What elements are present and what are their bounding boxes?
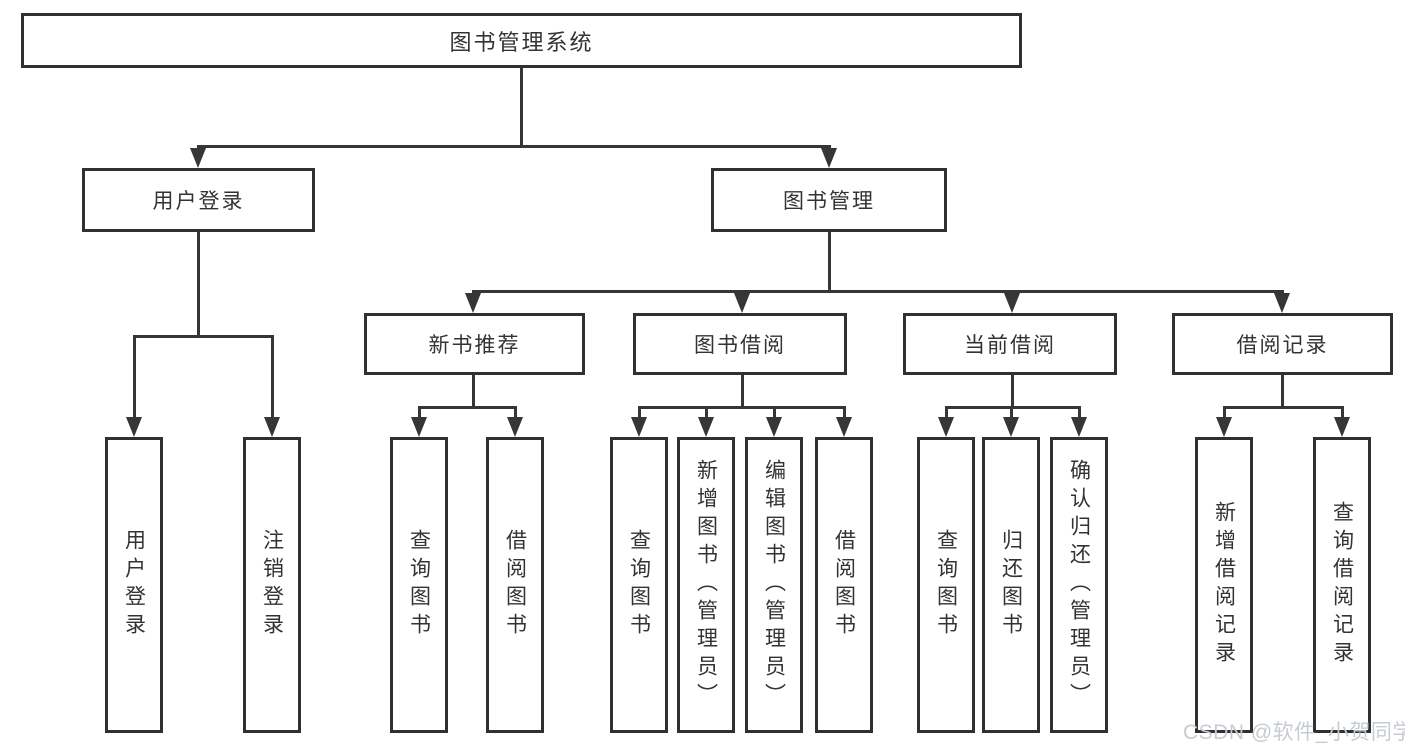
arrow-down-icon bbox=[631, 417, 647, 437]
connector-line bbox=[1078, 406, 1081, 421]
connector-line bbox=[418, 406, 421, 421]
connector-line bbox=[472, 375, 475, 406]
csdn-watermark: CSDN @软件_小贺同学 bbox=[1183, 721, 1405, 744]
connector-line bbox=[741, 375, 744, 406]
node-label: 注销登录 bbox=[260, 529, 284, 641]
node-new-book-recommend: 新书推荐 bbox=[364, 313, 585, 375]
arrow-down-icon bbox=[264, 417, 280, 437]
node-label: 借阅记录 bbox=[1236, 334, 1329, 357]
connector-line bbox=[945, 406, 948, 421]
connector-bar bbox=[197, 145, 831, 148]
node-label: 查询借阅记录 bbox=[1330, 501, 1354, 669]
connector-line bbox=[638, 406, 641, 421]
arrow-down-icon bbox=[1274, 293, 1290, 313]
leaf-borrow-borrow-book: 借阅图书 bbox=[815, 437, 873, 733]
arrow-down-icon bbox=[1003, 417, 1019, 437]
node-label: 借阅图书 bbox=[832, 529, 856, 641]
arrow-down-icon bbox=[465, 293, 481, 313]
connector-line bbox=[773, 406, 776, 421]
leaf-recommend-borrow-book: 借阅图书 bbox=[486, 437, 544, 733]
node-borrow-records: 借阅记录 bbox=[1172, 313, 1393, 375]
leaf-recommend-query-book: 查询图书 bbox=[390, 437, 448, 733]
node-label: 图书管理 bbox=[783, 190, 875, 213]
node-label: 确认归还（管理员） bbox=[1067, 459, 1091, 711]
node-label: 用户登录 bbox=[152, 190, 245, 213]
connector-line bbox=[828, 232, 831, 290]
connector-bar bbox=[133, 335, 274, 338]
connector-line bbox=[843, 406, 846, 421]
arrow-down-icon bbox=[411, 417, 427, 437]
arrow-down-icon bbox=[507, 417, 523, 437]
node-label: 查询图书 bbox=[627, 529, 651, 641]
connector-line bbox=[197, 232, 200, 335]
arrow-down-icon bbox=[1334, 417, 1350, 437]
node-label: 新增图书（管理员） bbox=[694, 459, 718, 711]
connector-line bbox=[514, 406, 517, 421]
leaf-records-query-record: 查询借阅记录 bbox=[1313, 437, 1371, 733]
arrow-down-icon bbox=[698, 417, 714, 437]
node-label: 图书借阅 bbox=[694, 334, 786, 357]
node-label: 当前借阅 bbox=[964, 334, 1056, 357]
leaf-current-return-book: 归还图书 bbox=[982, 437, 1040, 733]
leaf-borrow-query-book: 查询图书 bbox=[610, 437, 668, 733]
connector-line bbox=[271, 335, 274, 421]
node-label: 归还图书 bbox=[999, 529, 1023, 641]
node-label: 图书管理系统 bbox=[449, 29, 594, 55]
connector-line bbox=[520, 68, 523, 145]
connector-bar bbox=[1223, 406, 1344, 409]
node-label: 查询图书 bbox=[934, 529, 958, 641]
node-label: 新书推荐 bbox=[428, 334, 521, 357]
arrow-down-icon bbox=[821, 148, 837, 168]
arrow-down-icon bbox=[1004, 293, 1020, 313]
arrow-down-icon bbox=[766, 417, 782, 437]
arrow-down-icon bbox=[938, 417, 954, 437]
connector-bar bbox=[945, 406, 1081, 409]
leaf-records-add-record: 新增借阅记录 bbox=[1195, 437, 1253, 733]
node-root-system: 图书管理系统 bbox=[21, 13, 1022, 68]
node-label: 用户登录 bbox=[122, 529, 146, 641]
leaf-user-login: 用户登录 bbox=[105, 437, 163, 733]
arrow-down-icon bbox=[1071, 417, 1087, 437]
arrow-down-icon bbox=[836, 417, 852, 437]
connector-bar bbox=[472, 290, 1284, 293]
connector-bar bbox=[638, 406, 846, 409]
leaf-logout: 注销登录 bbox=[243, 437, 301, 733]
node-label: 新增借阅记录 bbox=[1212, 501, 1236, 669]
node-label: 编辑图书（管理员） bbox=[762, 459, 786, 711]
node-current-borrow: 当前借阅 bbox=[903, 313, 1117, 375]
leaf-current-query-book: 查询图书 bbox=[917, 437, 975, 733]
node-book-management: 图书管理 bbox=[711, 168, 947, 232]
leaf-current-confirm-return-admin: 确认归还（管理员） bbox=[1050, 437, 1108, 733]
connector-line bbox=[1010, 406, 1013, 421]
leaf-borrow-edit-book-admin: 编辑图书（管理员） bbox=[745, 437, 803, 733]
leaf-borrow-add-book-admin: 新增图书（管理员） bbox=[677, 437, 735, 733]
arrow-down-icon bbox=[734, 293, 750, 313]
node-label: 查询图书 bbox=[407, 529, 431, 641]
node-book-borrow: 图书借阅 bbox=[633, 313, 847, 375]
arrow-down-icon bbox=[126, 417, 142, 437]
connector-line bbox=[1341, 406, 1344, 421]
arrow-down-icon bbox=[190, 148, 206, 168]
connector-line bbox=[1223, 406, 1226, 421]
connector-bar bbox=[418, 406, 517, 409]
node-label: 借阅图书 bbox=[503, 529, 527, 641]
connector-line bbox=[1011, 375, 1014, 406]
connector-line bbox=[705, 406, 708, 421]
connector-line bbox=[1281, 375, 1284, 406]
connector-line bbox=[133, 335, 136, 421]
node-user-login: 用户登录 bbox=[82, 168, 315, 232]
arrow-down-icon bbox=[1216, 417, 1232, 437]
